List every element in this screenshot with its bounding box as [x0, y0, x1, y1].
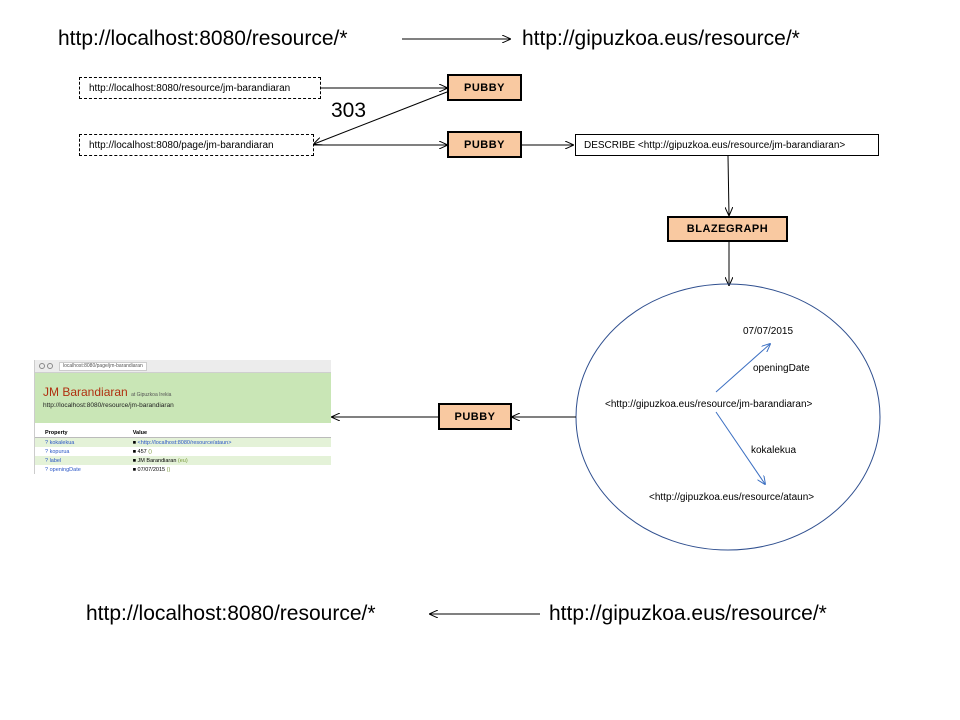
top-remote-url: http://gipuzkoa.eus/resource/*	[522, 27, 800, 50]
kokalekua-predicate-label: kokalekua	[751, 445, 797, 456]
opening-date-edge	[715, 344, 770, 393]
redirect-arrow	[314, 91, 448, 144]
property-cell[interactable]: ? label	[35, 456, 123, 465]
property-column-header: Property	[35, 429, 123, 438]
redirect-code-label: 303	[331, 99, 367, 122]
rdf-graph-ellipse	[575, 283, 881, 551]
forward-icon	[47, 363, 53, 369]
table-row: ? kopurua ■ 457 ()	[35, 447, 331, 456]
bullet-icon: ■	[132, 466, 138, 473]
opening-date-predicate-label: openingDate	[753, 363, 810, 374]
value-text[interactable]: <http://localhost:8080/resource/ataun>	[137, 439, 232, 446]
describe-to-blazegraph-arrow	[728, 155, 729, 215]
property-cell[interactable]: ? openingDate	[45, 466, 81, 473]
property-cell[interactable]: ? kokalekua	[35, 437, 123, 447]
pubby-node-1: PUBBY	[447, 74, 522, 101]
table-row: ? kokalekua■ <http://localhost:8080/reso…	[35, 437, 331, 447]
resource-url-box: http://localhost:8080/resource/jm-barand…	[79, 77, 321, 99]
value-annotation: ()	[148, 448, 152, 455]
pubby-page-screenshot: localhost:8080/page/jm-barandiaran JM Ba…	[34, 360, 331, 474]
value-text: 457	[137, 448, 147, 455]
back-icon	[39, 363, 45, 369]
bottom-remote-url: http://gipuzkoa.eus/resource/*	[549, 602, 827, 625]
kokalekua-edge	[715, 411, 765, 484]
top-local-url: http://localhost:8080/resource/*	[58, 27, 348, 50]
page-url-box: http://localhost:8080/page/jm-barandiara…	[79, 134, 314, 156]
value-text: JM Barandiaran	[137, 457, 177, 464]
subject-uri-label: <http://gipuzkoa.eus/resource/jm-barandi…	[605, 399, 813, 410]
browser-address: localhost:8080/page/jm-barandiaran	[59, 361, 147, 371]
bottom-local-url: http://localhost:8080/resource/*	[86, 602, 376, 625]
value-text: 07/07/2015	[137, 466, 166, 473]
value-column-header: Value	[122, 429, 331, 438]
value-cell: ■ JM Barandiaran (eu)	[122, 456, 331, 465]
describe-query-box: DESCRIBE <http://gipuzkoa.eus/resource/j…	[575, 134, 879, 156]
pubby-node-2: PUBBY	[447, 131, 522, 158]
page-uri: http://localhost:8080/resource/jm-barand…	[43, 402, 174, 409]
page-header: JM Barandiaran at Gipuzkoa Irekia http:/…	[35, 373, 331, 423]
property-cell[interactable]: ? kopurua	[45, 448, 70, 455]
value-annotation: (eu)	[177, 457, 188, 464]
value-cell: ■ 07/07/2015 ()	[123, 465, 331, 474]
table-row: ? openingDate ■ 07/07/2015 ()	[35, 465, 331, 474]
value-cell: ■ 457 ()	[123, 447, 331, 456]
date-value-label: 07/07/2015	[743, 326, 794, 337]
property-table: Property Value ? kokalekua■ <http://loca…	[35, 429, 331, 474]
location-uri-label: <http://gipuzkoa.eus/resource/ataun>	[649, 492, 815, 503]
page-title: JM Barandiaran at Gipuzkoa Irekia	[43, 385, 172, 399]
table-row: ? label■ JM Barandiaran (eu)	[35, 456, 331, 465]
value-cell[interactable]: ■ <http://localhost:8080/resource/ataun>	[122, 437, 331, 447]
blazegraph-node: BLAZEGRAPH	[667, 216, 788, 242]
bullet-icon: ■	[132, 457, 138, 464]
bullet-icon: ■	[132, 439, 138, 446]
pubby-node-3: PUBBY	[438, 403, 512, 430]
bullet-icon: ■	[132, 448, 138, 455]
value-annotation: ()	[166, 466, 171, 473]
browser-address-bar: localhost:8080/page/jm-barandiaran	[35, 360, 331, 373]
